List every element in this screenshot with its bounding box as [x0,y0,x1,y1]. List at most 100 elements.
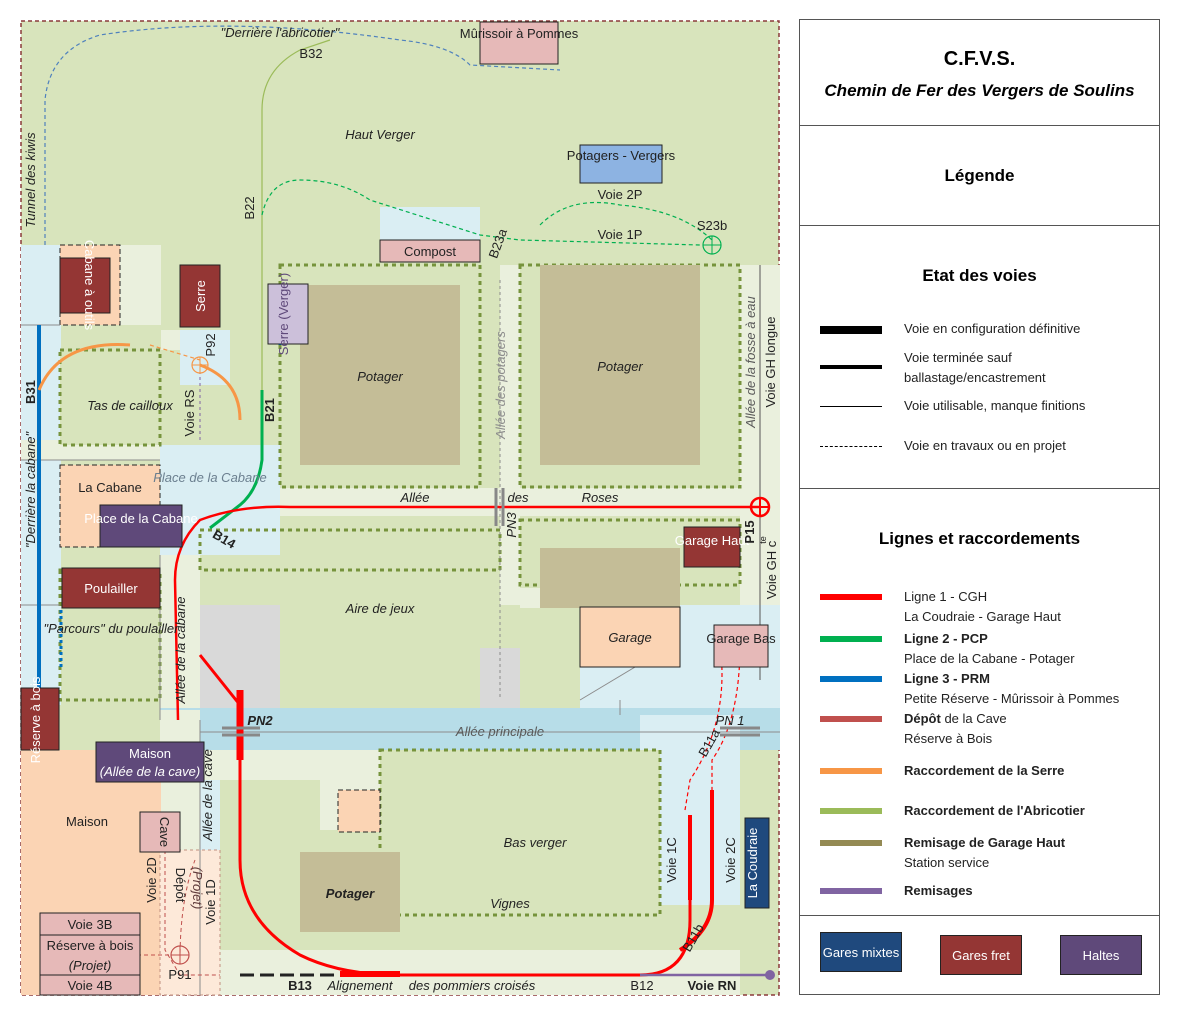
label-p91: P91 [168,967,191,982]
label-voie-1d: Voie 1D [203,879,218,925]
area-place-cabane: Place de la Cabane [153,470,266,485]
station-garage-bas: Garage Bas [706,631,776,646]
station-labels: Mûrissoir à Pommes Potagers - Vergers Co… [28,26,776,993]
ligne-name-text: Raccordement de l'Abricotier [904,803,1085,818]
station-reserve-projet-bot: Voie 4B [68,978,113,993]
area-labels: Haut Verger Potager Potager Potager Tas … [44,127,644,911]
line-swatch-medium [820,365,882,369]
station-reserve-projet-sub: (Projet) [69,958,112,973]
station-depot-projet: (Projet) [190,867,205,910]
ligne-name-text: Ligne 2 - PCP [904,631,988,646]
label-roses: Roses [582,490,619,505]
badge-haltes: Haltes [1060,935,1142,975]
station-maison-allee-sub: (Allée de la cave) [100,764,200,779]
label-allee-potagers: Allée des potagers [493,331,508,440]
badge-gares-mixtes: Gares mixtes [820,932,902,972]
ligne-name: Remisages [904,881,973,901]
legend-etat-label: Voie en configuration définitive [904,321,1081,336]
station-maison: Maison [66,814,108,829]
label-voie-2c: Voie 2C [723,837,738,883]
ligne-name-text: Remisages [904,883,973,898]
projected-tracks [44,25,741,976]
ligne-desc: Station service [904,855,990,870]
area-tas-cailloux: Tas de cailloux [87,398,173,413]
station-reserve-projet-mid: Réserve à bois [47,938,134,953]
station-reserve-bois: Réserve à bois [28,676,43,763]
ligne-name-text: Ligne 1 - CGH [904,589,988,604]
line-swatch-thin [820,406,882,407]
station-cabane-outils: Cabane à outils [82,240,97,331]
label-allee-fosse: Allée de la fosse à eau [743,296,758,429]
area-tas-cailloux-text: Tas de cailloux [87,398,173,413]
station-cave: Cave [157,817,172,847]
ligne-name: Raccordement de l'Abricotier [904,801,1085,821]
level-crossings [222,488,760,737]
track-labels: "Derrière l'abricotier" B32 B22 B23a S23… [23,25,779,993]
label-voie-1c: Voie 1C [664,837,679,883]
station-place-cabane: Place de la Cabane [84,511,197,526]
ligne-color-swatch [820,768,882,774]
station-reserve-projet-top: Voie 3B [68,917,113,932]
label-b31: B31 [23,380,38,404]
area-potager-2: Potager [597,359,643,374]
label-des-pommiers: des pommiers croisés [409,978,536,993]
label-pn3: PN3 [504,512,519,538]
station-maison-allee: Maison [129,746,171,761]
badge-gares-fret: Gares fret [940,935,1022,975]
ligne-name: Raccordement de la Serre [904,761,1064,781]
label-allee-principale: Allée principale [455,724,544,739]
label-b12: B12 [630,978,653,993]
label-b13: B13 [288,978,312,993]
label-allee-cabane: Allée de la cabane [173,597,188,705]
label-voie-rn: Voie RN [688,978,737,993]
area-bas-verger: Bas verger [504,835,568,850]
ligne-name-text: Raccordement de la Serre [904,763,1065,778]
legend-badges-section: Gares mixtes Gares fret Haltes [800,916,1159,994]
legend-title-section: Légende [800,126,1159,226]
ligne-color-swatch [820,840,882,846]
area-potager-1: Potager [357,369,403,384]
label-voie-2p: Voie 2P [598,187,643,202]
label-pn1: PN 1 [716,713,745,728]
ligne-name: Ligne 2 - PCP Place de la Cabane - Potage… [904,629,1075,669]
station-la-coudraie: La Coudraie [745,828,760,899]
label-allee-cave: Allée de la cave [200,749,215,842]
ligne-color-swatch [820,716,882,722]
station-potagers-vergers: Potagers - Vergers [567,148,676,163]
label-b22: B22 [242,196,257,219]
label-voie-2d: Voie 2D [144,857,159,903]
label-b21: B21 [262,398,277,422]
legend-subtitle: Chemin de Fer des Vergers de Soulins [824,81,1135,100]
legend-etat-label: Voie terminée sauf ballastage/encastreme… [904,350,1046,385]
label-alignement: Alignement [326,978,393,993]
ligne-desc: La Coudraie - Garage Haut [904,609,1061,624]
label-pn2: PN2 [247,713,273,728]
ligne-desc: Réserve à Bois [904,731,993,746]
ligne-name-rest: de la Cave [940,711,1007,726]
line-swatch-dashed [820,446,882,447]
legend-title: Légende [944,166,1015,185]
station-serre-verger: Serre (Verger) [276,273,291,355]
legend-header: C.F.V.S. Chemin de Fer des Vergers de So… [800,20,1159,126]
station-depot: Dépôt [173,868,188,903]
ligne-desc: Place de la Cabane - Potager [904,651,1075,666]
ligne-color-swatch [820,888,882,894]
ligne-color-swatch [820,676,882,682]
ligne-desc: Petite Réserve - Mûrissoir à Pommes [904,691,1120,706]
station-boxes [20,21,770,996]
legend-etat-label: Voie en travaux ou en projet [904,438,1066,453]
station-poulailler: Poulailler [84,581,138,596]
area-aire-jeux: Aire de jeux [345,601,415,616]
ligne-name: Ligne 1 - CGH La Coudraie - Garage Haut [904,587,1061,627]
label-derriere-cabane: "Derrière la cabane" [23,431,38,549]
label-tunnel-kiwis: Tunnel des kiwis [23,132,38,228]
switch-symbols [170,235,775,980]
label-derriere-abricotier: "Derrière l'abricotier" [221,25,341,40]
station-garage-haut: Garage Haut [675,533,750,548]
station-murissoir: Mûrissoir à Pommes [460,26,579,41]
